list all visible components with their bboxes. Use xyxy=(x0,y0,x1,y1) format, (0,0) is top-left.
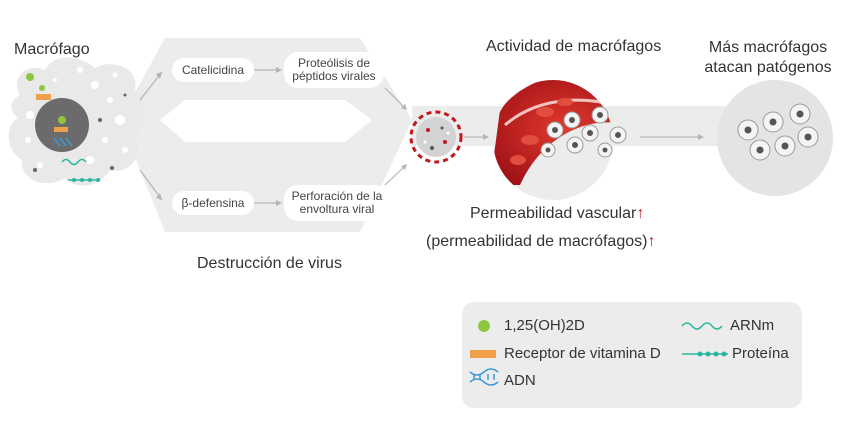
legend: 1,25(OH)2D Receptor de vitamina D ADN AR… xyxy=(462,302,802,408)
receptor-legend-icon xyxy=(470,350,496,358)
virus-destruction-label: Destrucción de virus xyxy=(197,255,342,272)
vitd-in-cell xyxy=(26,73,34,81)
step-perforation: Perforación de la envoltura viral xyxy=(284,185,390,221)
macrophage-activity-label: Actividad de macrófagos xyxy=(486,38,662,55)
mrna-legend-icon xyxy=(681,322,723,330)
nucleus xyxy=(35,98,89,152)
more-macrophages-label: Más macrófagos atacan patógenos xyxy=(704,39,832,76)
step-beta-defensin: β-defensina xyxy=(172,191,254,215)
legend-mrna: ARNm xyxy=(730,317,775,334)
receptor-in-cell xyxy=(36,94,51,100)
arrow-to-bottom xyxy=(139,169,163,201)
macrophage-label: Macrófago xyxy=(14,41,90,58)
legend-icons xyxy=(469,320,728,386)
legend-receptor: Receptor de vitamina D xyxy=(504,345,661,362)
protein-legend-icon xyxy=(682,351,728,357)
mrna-in-cell xyxy=(61,158,87,166)
increase-arrow-icon: ↑ xyxy=(636,205,645,222)
permeability-text: Permeabilidad vascular xyxy=(470,205,637,222)
macrophage-activity xyxy=(493,80,627,200)
step-cathelicidin: Catelicidina xyxy=(172,58,254,82)
dna-legend-icon xyxy=(469,368,499,386)
destroyed-virus xyxy=(409,110,463,164)
increase-arrow-icon: ↑ xyxy=(647,233,656,250)
pathway-band-inner xyxy=(160,100,372,142)
legend-dna: ADN xyxy=(504,372,536,389)
permeability-line2: (permeabilidad de macrófagos)↑ xyxy=(426,233,655,251)
macrophage-cell xyxy=(8,57,146,186)
legend-protein: Proteína xyxy=(732,345,789,362)
permeability-line1: Permeabilidad vascular↑ xyxy=(470,205,644,223)
legend-vitd: 1,25(OH)2D xyxy=(504,317,585,334)
vitd-legend-icon xyxy=(478,320,490,332)
more-macrophages xyxy=(717,80,833,196)
permeability-subtext: (permeabilidad de macrófagos) xyxy=(426,233,648,250)
step-proteolysis: Proteólisis de péptidos virales xyxy=(284,52,384,88)
